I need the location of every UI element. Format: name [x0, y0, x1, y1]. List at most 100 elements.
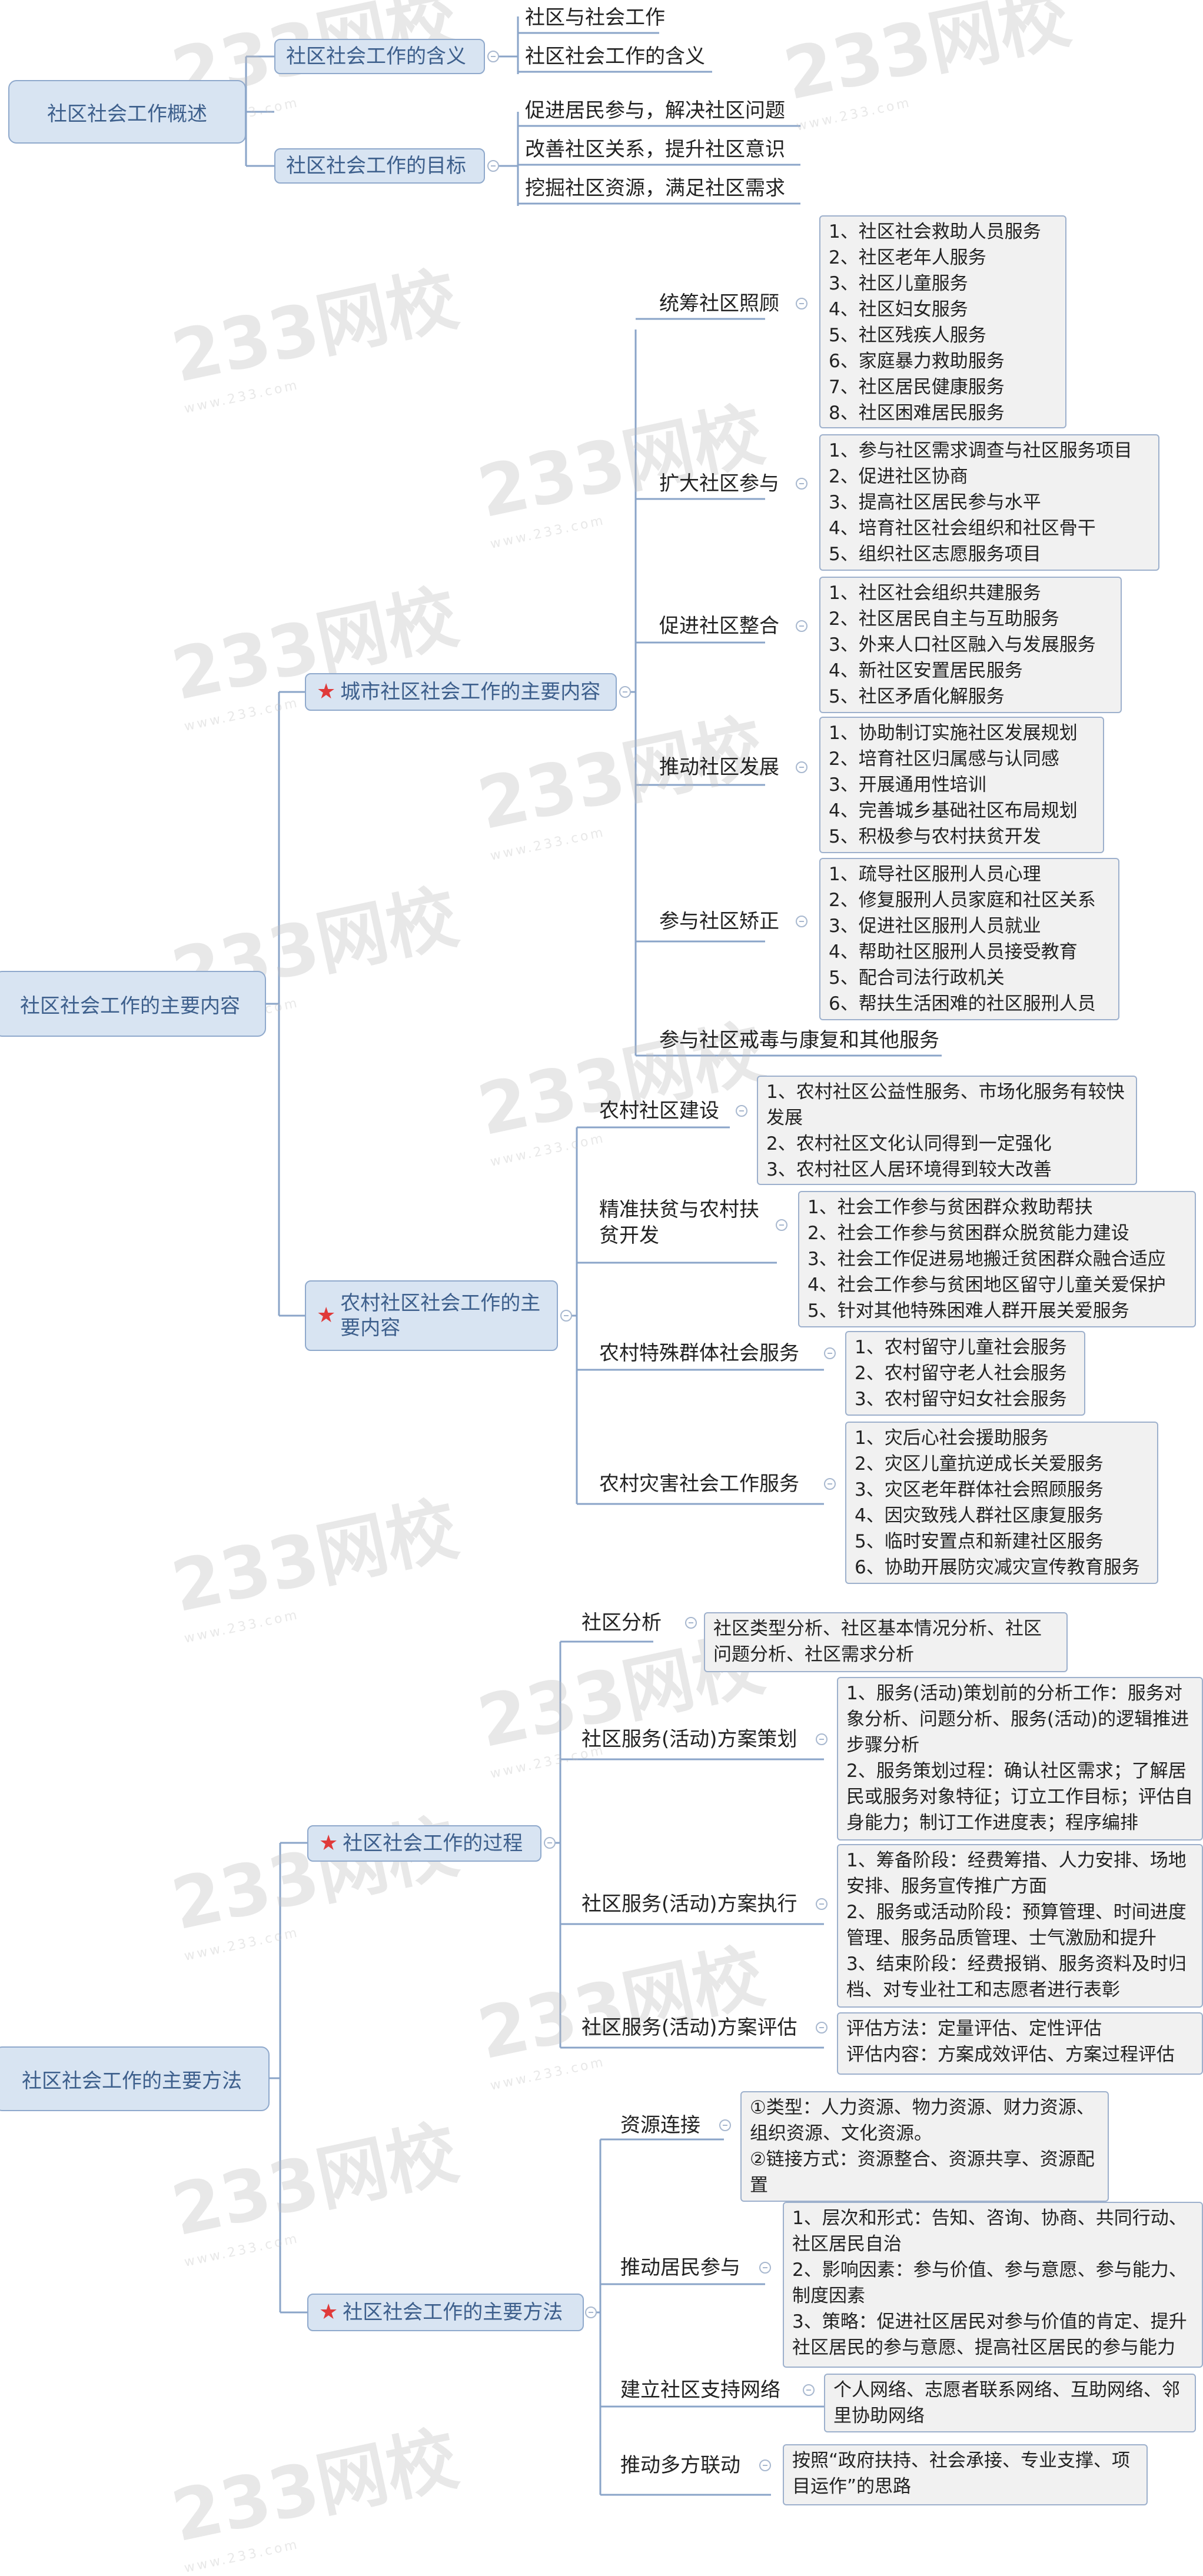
collapse-toggle-icon[interactable]: [487, 160, 499, 172]
list-item: 4、因灾致残人群社区康复服务: [855, 1505, 1104, 1526]
collapse-toggle-icon[interactable]: [796, 298, 807, 309]
list-item: 1、社会工作参与贫困群众救助帮扶: [807, 1197, 1093, 1218]
sub-branch-label[interactable]: 参与社区戒毒与康复和其他服务: [659, 1029, 939, 1052]
list-item: 1、农村社区公益性服务、市场化服务有较快发展: [766, 1081, 1125, 1129]
list-item: 5、社区矛盾化解服务: [829, 686, 1005, 707]
collapse-toggle-icon[interactable]: [816, 1733, 828, 1745]
item-list-box: 1、参与社区需求调查与社区服务项目 2、促进社区协商 3、提高社区居民参与水平 …: [819, 434, 1159, 571]
description-text: 2、服务策划过程：确认社区需求；了解居民或服务对象特征；订立工作目标；评估自身能…: [846, 1760, 1193, 1833]
star-icon: ★: [319, 1831, 338, 1855]
list-item: 3、外来人口社区融入与发展服务: [829, 634, 1096, 655]
list-item: 6、帮扶生活困难的社区服刑人员: [829, 993, 1096, 1014]
sub-branch-label[interactable]: 农村社区建设: [599, 1099, 719, 1123]
star-icon: ★: [317, 680, 336, 704]
collapse-toggle-icon[interactable]: [736, 1105, 747, 1117]
sub-branch-label[interactable]: 推动多方联动: [620, 2454, 740, 2477]
collapse-toggle-icon[interactable]: [585, 2307, 597, 2318]
list-item: 4、帮助社区服刑人员接受教育: [829, 941, 1078, 963]
item-list-box: 1、协助制订实施社区发展规划 2、培育社区归属感与认同感 3、开展通用性培训 4…: [819, 717, 1104, 853]
list-item: 3、促进社区服刑人员就业: [829, 916, 1041, 937]
sub-branch-label[interactable]: 推动社区发展: [659, 756, 779, 779]
list-item: 2、灾区儿童抗逆成长关爱服务: [855, 1453, 1104, 1475]
collapse-toggle-icon[interactable]: [816, 1898, 828, 1910]
sub-branch-label[interactable]: 农村特殊群体社会服务: [599, 1342, 799, 1365]
item-list-box: 1、疏导社区服刑人员心理 2、修复服刑人员家庭和社区关系 3、促进社区服刑人员就…: [819, 858, 1119, 1020]
leaf-item: 改善社区关系，提升社区意识: [525, 138, 785, 161]
description-box: 个人网络、志愿者联系网络、互助网络、邻里协助网络: [824, 2374, 1196, 2432]
description-text: 2、影响因素：参与价值、参与意愿、参与能力、制度因素: [792, 2259, 1187, 2307]
list-item: 6、协助开展防灾减灾宣传教育服务: [855, 1557, 1140, 1578]
list-item: 3、社区儿童服务: [829, 273, 968, 294]
description-box: 1、服务(活动)策划前的分析工作：服务对象分析、问题分析、服务(活动)的逻辑推进…: [837, 1677, 1203, 1841]
sub-branch-label[interactable]: 推动居民参与: [620, 2256, 740, 2279]
list-item: 4、社会工作参与贫困地区留守儿童关爱保护: [807, 1274, 1166, 1296]
branch-node-rural[interactable]: ★农村社区社会工作的主要内容: [305, 1280, 558, 1351]
branch-node-methods[interactable]: ★社区社会工作的主要方法: [307, 2294, 584, 2331]
collapse-toggle-icon[interactable]: [803, 2384, 815, 2396]
description-text: 社区类型分析、社区基本情况分析、社区问题分析、社区需求分析: [713, 1618, 1042, 1665]
sub-branch-label[interactable]: 社区服务(活动)方案评估: [581, 2016, 797, 2039]
list-item: 3、提高社区居民参与水平: [829, 492, 1041, 513]
item-list-box: 1、社会工作参与贫困群众救助帮扶 2、社会工作参与贫困群众脱贫能力建设 3、社会…: [798, 1191, 1196, 1327]
branch-node-process[interactable]: ★社区社会工作的过程: [307, 1825, 541, 1862]
collapse-toggle-icon[interactable]: [560, 1310, 572, 1322]
sub-branch-label[interactable]: 资源连接: [620, 2114, 700, 2137]
item-list-box: 1、灾后心社会援助服务 2、灾区儿童抗逆成长关爱服务 3、灾区老年群体社会照顾服…: [845, 1422, 1158, 1584]
item-list-box: 1、农村留守儿童社会服务 2、农村留守老人社会服务 3、农村留守妇女社会服务: [845, 1331, 1085, 1416]
sub-branch-label[interactable]: 农村灾害社会工作服务: [599, 1472, 799, 1496]
collapse-toggle-icon[interactable]: [824, 1347, 836, 1359]
sub-branch-label[interactable]: 统筹社区照顾: [659, 292, 779, 315]
branch-node-urban[interactable]: ★城市社区社会工作的主要内容: [305, 673, 617, 711]
leaf-item: 促进居民参与，解决社区问题: [525, 99, 785, 122]
collapse-toggle-icon[interactable]: [824, 1478, 836, 1490]
leaf-item: 社区社会工作的含义: [525, 45, 705, 68]
list-item: 2、社区老年人服务: [829, 247, 986, 268]
root-node-methods[interactable]: 社区社会工作的主要方法: [0, 2046, 270, 2111]
collapse-toggle-icon[interactable]: [796, 478, 807, 490]
list-item: 1、灾后心社会援助服务: [855, 1427, 1049, 1449]
description-box: 1、层次和形式：告知、咨询、协商、共同行动、社区居民自治 2、影响因素：参与价值…: [783, 2202, 1203, 2368]
description-box: ①类型：人力资源、物力资源、财力资源、组织资源、文化资源。 ②链接方式：资源整合…: [740, 2091, 1109, 2202]
list-item: 3、农村社区人居环境得到较大改善: [766, 1159, 1052, 1180]
root-node-overview[interactable]: 社区社会工作概述: [8, 80, 246, 144]
sub-branch-label[interactable]: 建立社区支持网络: [620, 2378, 780, 2402]
description-text: 3、结束阶段：经费报销、服务资料及时归档、对专业社工和志愿者进行表彰: [846, 1953, 1187, 2001]
collapse-toggle-icon[interactable]: [487, 51, 499, 62]
collapse-toggle-icon[interactable]: [776, 1219, 787, 1231]
connector-lines: [245, 16, 942, 2496]
leaf-item: 挖掘社区资源，满足社区需求: [525, 177, 785, 200]
description-text: 1、筹备阶段：经费筹措、人力安排、场地安排、服务宣传推广方面: [846, 1850, 1187, 1897]
collapse-toggle-icon[interactable]: [759, 2262, 771, 2274]
list-item: 5、临时安置点和新建社区服务: [855, 1531, 1104, 1552]
root-node-content[interactable]: 社区社会工作的主要内容: [0, 971, 266, 1037]
sub-branch-label[interactable]: 社区分析: [581, 1611, 662, 1635]
collapse-toggle-icon[interactable]: [544, 1837, 556, 1849]
list-item: 4、培育社区社会组织和社区骨干: [829, 518, 1096, 539]
sub-branch-label[interactable]: 促进社区整合: [659, 614, 779, 638]
collapse-toggle-icon[interactable]: [796, 916, 807, 927]
description-text: 1、层次和形式：告知、咨询、协商、共同行动、社区居民自治: [792, 2208, 1187, 2255]
collapse-toggle-icon[interactable]: [796, 620, 807, 632]
branch-node-meaning[interactable]: 社区社会工作的含义: [274, 39, 485, 74]
sub-branch-label[interactable]: 精准扶贫与农村扶贫开发: [599, 1198, 759, 1247]
sub-branch-label[interactable]: 社区服务(活动)方案执行: [581, 1892, 797, 1916]
list-item: 4、新社区安置居民服务: [829, 660, 1023, 681]
sub-branch-label[interactable]: 社区服务(活动)方案策划: [581, 1728, 797, 1751]
sub-branch-label[interactable]: 扩大社区参与: [659, 472, 779, 495]
collapse-toggle-icon[interactable]: [719, 2119, 731, 2131]
description-text: ①类型：人力资源、物力资源、财力资源、组织资源、文化资源。: [750, 2097, 1095, 2144]
collapse-toggle-icon[interactable]: [759, 2459, 771, 2471]
sub-branch-label[interactable]: 参与社区矫正: [659, 910, 779, 933]
collapse-toggle-icon[interactable]: [619, 686, 631, 698]
list-item: 5、组织社区志愿服务项目: [829, 544, 1041, 565]
branch-node-goals[interactable]: 社区社会工作的目标: [274, 148, 485, 184]
collapse-toggle-icon[interactable]: [685, 1617, 697, 1629]
list-item: 4、完善城乡基础社区布局规划: [829, 800, 1078, 821]
collapse-toggle-icon[interactable]: [816, 2022, 828, 2033]
list-item: 1、参与社区需求调查与社区服务项目: [829, 440, 1132, 461]
collapse-toggle-icon[interactable]: [796, 761, 807, 773]
